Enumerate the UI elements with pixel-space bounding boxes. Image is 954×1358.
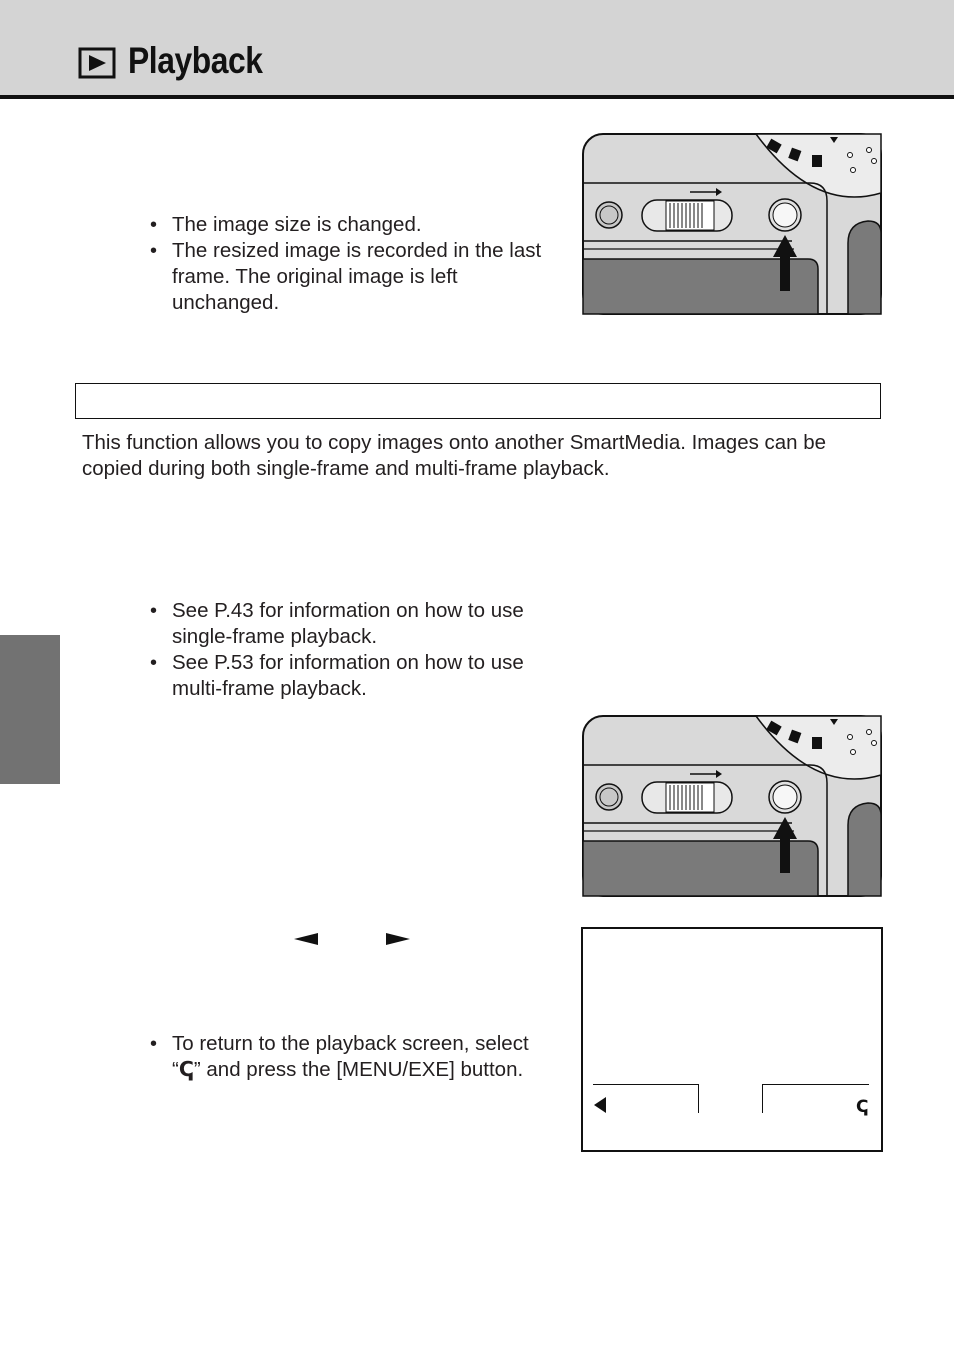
return-note-suffix: ” and press the [MENU/EXE] button. <box>193 1058 524 1081</box>
header-band <box>0 0 954 95</box>
lcd-left-tab <box>593 1084 699 1113</box>
list-item: See P.43 for information on how to use s… <box>150 598 530 650</box>
return-icon: ↅ <box>178 1058 194 1081</box>
chapter-tab <box>0 635 60 784</box>
section-heading-box <box>75 383 881 419</box>
list-item: To return to the playback screen, select… <box>150 1031 530 1083</box>
list-item: See P.53 for information on how to use m… <box>150 650 530 702</box>
header-rule <box>0 95 954 99</box>
playback-notes: See P.43 for information on how to use s… <box>150 598 530 702</box>
camera-illustration <box>582 133 882 315</box>
lcd-right-tab <box>762 1084 869 1113</box>
playback-icon <box>78 47 116 79</box>
return-note-prefix: To return to the playback screen, select… <box>172 1032 529 1081</box>
left-triangle-icon <box>594 1097 606 1113</box>
return-notes: To return to the playback screen, select… <box>150 1031 530 1083</box>
list-item: The image size is changed. <box>150 212 550 238</box>
lcd-screen-illustration <box>581 927 883 1152</box>
section-intro: This function allows you to copy images … <box>82 431 827 480</box>
return-icon: ↅ <box>856 1097 869 1116</box>
resize-notes: The image size is changed. The resized i… <box>150 212 550 316</box>
right-triangle-icon <box>386 933 410 945</box>
left-triangle-icon <box>294 933 318 945</box>
page-title: Playback <box>128 40 263 81</box>
list-item: The resized image is recorded in the las… <box>150 238 550 316</box>
camera-illustration <box>582 715 882 897</box>
